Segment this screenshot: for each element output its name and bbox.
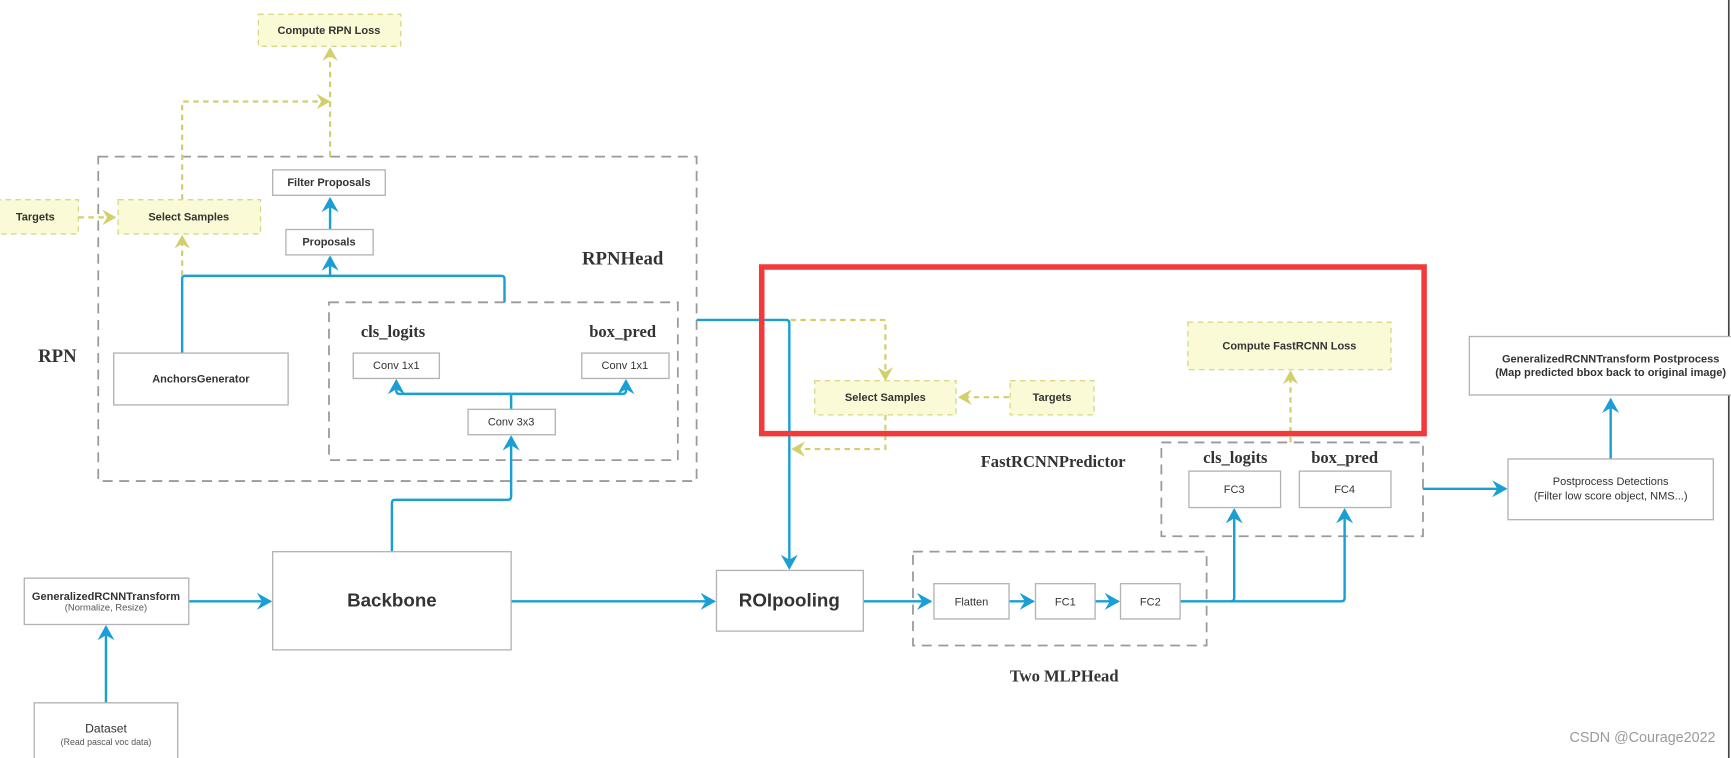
fc2-node[interactable]: FC2 xyxy=(1119,583,1181,620)
fast-box-pred-label: box_pred xyxy=(1311,448,1379,467)
fc3-label: FC3 xyxy=(1224,484,1245,496)
roipooling-node[interactable]: ROIpooling xyxy=(715,569,864,632)
fast-targets-label: Targets xyxy=(1033,392,1072,404)
filter-proposals-label: Filter Proposals xyxy=(287,177,370,189)
anchors-label: AnchorsGenerator xyxy=(152,373,250,385)
watermark: CSDN @Courage2022 xyxy=(1570,730,1716,746)
conv1x1-cls-node[interactable]: Conv 1x1 xyxy=(352,352,441,380)
anchors-generator-node[interactable]: AnchorsGenerator xyxy=(113,352,289,406)
postprocess-label: Postprocess Detections xyxy=(1553,476,1669,488)
postprocess-detections-node[interactable]: Postprocess Detections (Filter low score… xyxy=(1507,458,1714,521)
rpn-loss-label: Compute RPN Loss xyxy=(278,25,381,37)
fc1-label: FC1 xyxy=(1055,596,1076,608)
fastrcnn-loss-node[interactable]: Compute FastRCNN Loss xyxy=(1187,321,1392,371)
conv1x1-box-node[interactable]: Conv 1x1 xyxy=(581,352,670,380)
postprocess-sub: (Filter low score object, NMS...) xyxy=(1534,490,1688,502)
fc4-label: FC4 xyxy=(1334,484,1355,496)
conv1x1-cls-label: Conv 1x1 xyxy=(373,360,420,372)
dataset-label: Dataset xyxy=(85,722,127,736)
proposals-node[interactable]: Proposals xyxy=(285,228,374,256)
rpn-cls-logits-label: cls_logits xyxy=(361,322,426,341)
fc3-node[interactable]: FC3 xyxy=(1188,470,1282,509)
backbone-label: Backbone xyxy=(347,589,437,610)
fast-select-samples-label: Select Samples xyxy=(845,392,926,404)
highlight-box xyxy=(758,264,1427,437)
filter-proposals-node[interactable]: Filter Proposals xyxy=(272,169,386,196)
flatten-node[interactable]: Flatten xyxy=(933,583,1010,620)
edge-proposals-fast-select xyxy=(790,318,894,382)
fc2-label: FC2 xyxy=(1140,596,1161,608)
rpn-select-samples-node[interactable]: Select Samples xyxy=(117,199,262,235)
fast-cls-logits-label: cls_logits xyxy=(1203,448,1268,467)
dataset-sub: (Read pascal voc data) xyxy=(61,737,152,747)
mlp-head-label: Two MLPHead xyxy=(1010,666,1119,685)
fastrcnn-predictor-label: FastRCNNPredictor xyxy=(981,452,1126,471)
backbone-node[interactable]: Backbone xyxy=(272,551,512,651)
rpn-loss-node[interactable]: Compute RPN Loss xyxy=(257,13,402,48)
edge-conv3x3-cls xyxy=(387,378,512,396)
edge-fast-select-roipooling xyxy=(791,414,887,457)
fast-select-samples-node[interactable]: Select Samples xyxy=(814,379,957,416)
transform-postprocess-sub: (Map predicted bbox back to original ima… xyxy=(1495,367,1726,379)
transform-sub: (Normalize, Resize) xyxy=(65,602,147,612)
proposals-label: Proposals xyxy=(302,237,355,249)
flatten-label: Flatten xyxy=(955,596,989,608)
conv3x3-node[interactable]: Conv 3x3 xyxy=(467,408,556,436)
fc4-node[interactable]: FC4 xyxy=(1298,470,1392,509)
transform-node[interactable]: GeneralizedRCNNTransform (Normalize, Res… xyxy=(23,577,190,626)
edge-fc2-fc3 xyxy=(1225,508,1243,603)
transform-postprocess-label: GeneralizedRCNNTransform Postprocess xyxy=(1502,354,1719,366)
rpn-targets-label: Targets xyxy=(16,211,55,223)
transform-postprocess-node[interactable]: GeneralizedRCNNTransform Postprocess (Ma… xyxy=(1468,335,1731,396)
rpn-targets-node[interactable]: Targets xyxy=(0,199,80,235)
rpn-group xyxy=(97,155,698,482)
roipooling-label: ROIpooling xyxy=(739,589,840,610)
edge-conv3x3-box xyxy=(511,378,635,396)
fastrcnn-loss-label: Compute FastRCNN Loss xyxy=(1222,340,1356,352)
edge-fc2-fc4 xyxy=(1180,508,1354,603)
mlp-head-group xyxy=(912,550,1208,647)
dataset-node[interactable]: Dataset (Read pascal voc data) xyxy=(33,702,179,758)
fastrcnn-predictor-group xyxy=(1160,441,1424,538)
rpn-box-pred-label: box_pred xyxy=(589,322,657,341)
fast-targets-node[interactable]: Targets xyxy=(1009,379,1095,416)
conv1x1-box-label: Conv 1x1 xyxy=(602,360,649,372)
edge-rpnhead-anchors-merge xyxy=(180,274,506,354)
transform-label: GeneralizedRCNNTransform xyxy=(32,591,180,603)
rpnhead-label: RPNHead xyxy=(582,249,664,270)
edge-select-rpnloss xyxy=(181,93,331,200)
conv3x3-label: Conv 3x3 xyxy=(488,416,535,428)
rpn-select-samples-label: Select Samples xyxy=(148,211,229,223)
fc1-node[interactable]: FC1 xyxy=(1034,583,1096,620)
edge-rpn-roipooling xyxy=(696,318,798,570)
rpn-group-label: RPN xyxy=(38,346,77,367)
edge-backbone-conv3x3 xyxy=(390,435,520,552)
